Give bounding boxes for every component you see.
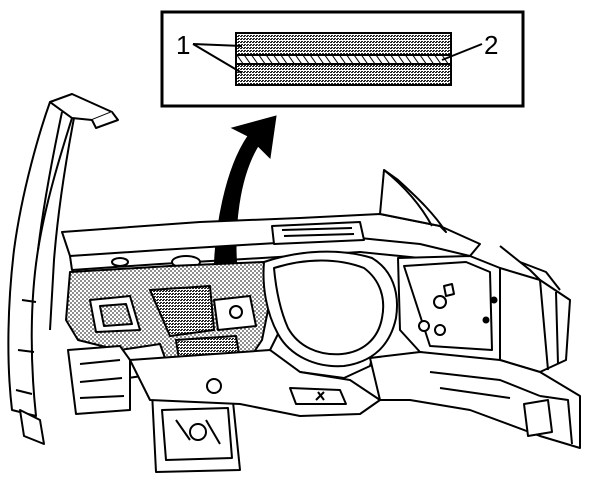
insulator-core-layer <box>235 54 452 65</box>
callout-2-label: 2 <box>484 30 498 60</box>
cowl-panel <box>61 169 481 271</box>
lower-frame-rails <box>67 345 581 473</box>
sealer-layer-bottom <box>235 63 452 86</box>
wheelhouse-opening <box>262 250 398 379</box>
a-pillar <box>7 93 119 445</box>
right-side-panel <box>397 245 571 373</box>
panel-grommet <box>433 295 447 309</box>
callout-2-leader <box>441 43 483 61</box>
detail-inset: 1 2 <box>160 10 525 108</box>
callout-1-label: 1 <box>176 30 190 60</box>
callout-1-leader-bottom <box>192 43 243 74</box>
callout-1-leader-top <box>192 43 243 47</box>
sealer-layer-top <box>235 32 452 56</box>
